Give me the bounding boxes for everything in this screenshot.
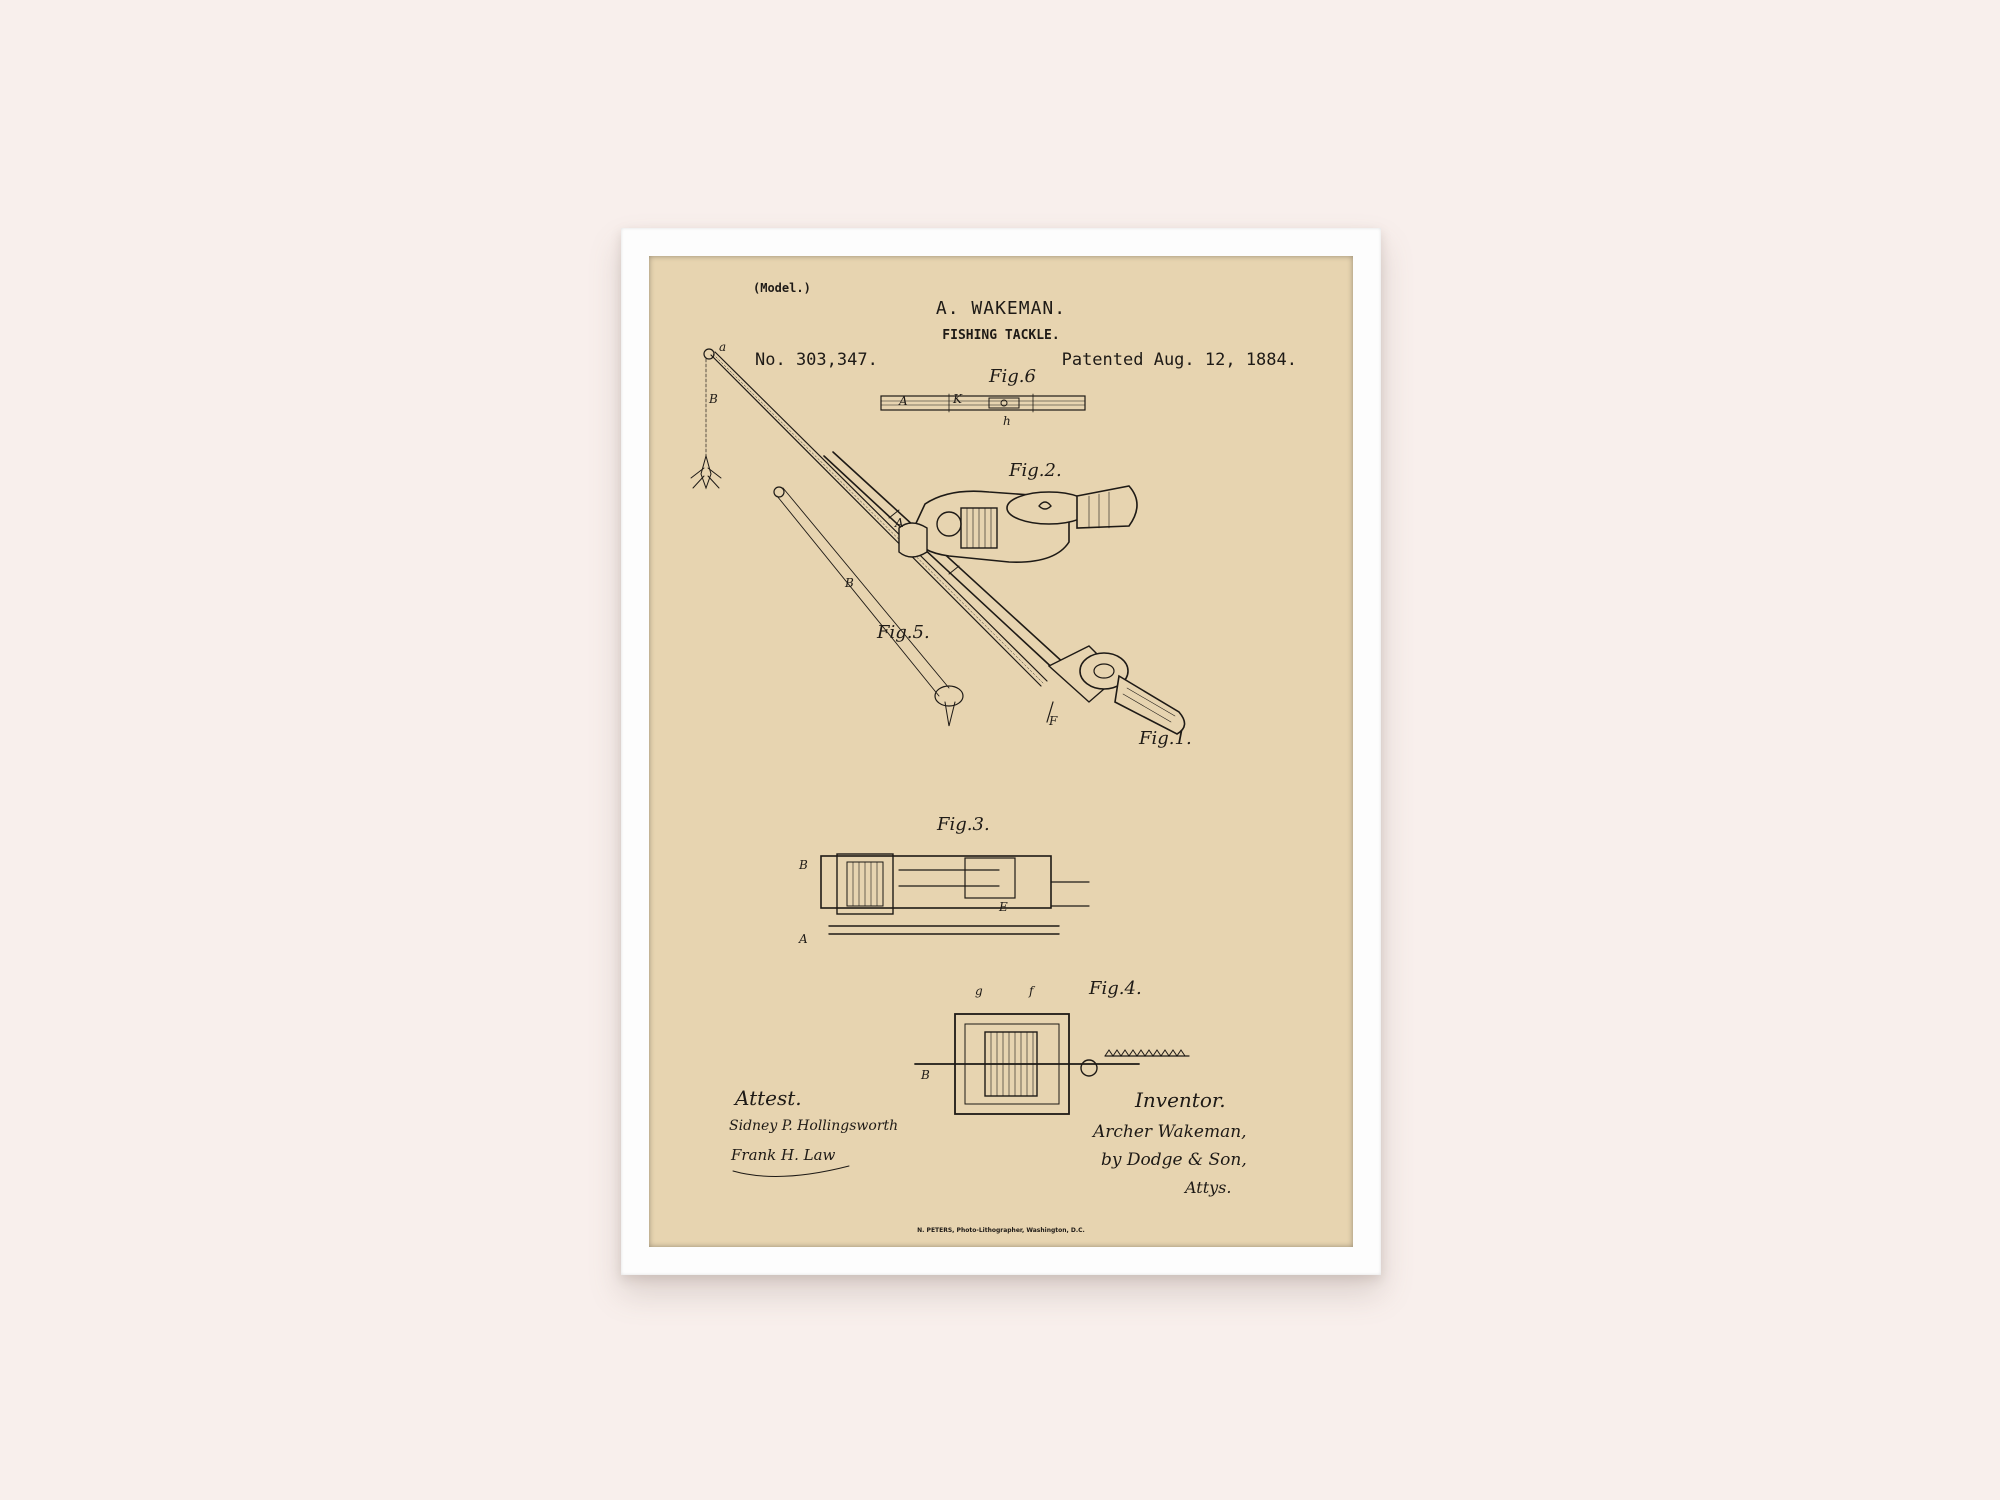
inventor-label: Inventor.	[1135, 1088, 1226, 1112]
witness-flourish	[732, 1165, 850, 1177]
ref-letter: g	[975, 984, 983, 998]
lithographer-credit: N. PETERS, Photo-Lithographer, Washingto…	[917, 1227, 1085, 1234]
fishing-fly	[690, 454, 722, 490]
ref-letter: f	[1029, 984, 1034, 998]
fig4-caption: Fig.4.	[1089, 978, 1142, 999]
ref-letter: E	[999, 900, 1008, 914]
attorney-abbrev: Attys.	[1185, 1178, 1232, 1197]
ref-letter: A	[895, 516, 904, 530]
ref-letter: h	[1003, 414, 1011, 428]
model-tag: (Model.)	[753, 281, 811, 295]
fig1-rod	[703, 348, 1068, 687]
fig6-caption: Fig.6	[989, 366, 1036, 387]
inventor-signature: Archer Wakeman,	[1093, 1122, 1247, 1142]
patent-drawings	[690, 348, 1190, 1177]
attest-label: Attest.	[735, 1086, 802, 1110]
ref-letter: B	[799, 858, 808, 872]
ref-letter: a	[719, 340, 727, 354]
fig2-reel	[898, 485, 1138, 563]
ref-letter: F	[1049, 714, 1058, 728]
patent-print: (Model.) A. WAKEMAN. FISHING TACKLE. No.…	[649, 256, 1353, 1247]
fig3-section	[820, 853, 1090, 935]
witness-signature-1: Sidney P. Hollingsworth	[729, 1118, 899, 1134]
attorney-signature: by Dodge & Son,	[1101, 1150, 1247, 1170]
fig3-caption: Fig.3.	[937, 814, 990, 835]
fig5-line-guide	[773, 486, 964, 727]
ref-letter: A	[899, 394, 908, 408]
witness-signature-2: Frank H. Law	[731, 1146, 836, 1164]
patent-subject: FISHING TACKLE.	[942, 328, 1060, 343]
fig2-caption: Fig.2.	[1009, 460, 1062, 481]
ref-letter: K	[953, 392, 962, 406]
ref-letter: B	[845, 576, 854, 590]
ref-letter: A	[799, 932, 808, 946]
patent-number: No. 303,347.	[755, 350, 878, 370]
fig1-reel-handle	[1046, 645, 1186, 735]
ref-letter: B	[709, 392, 718, 406]
fig4-section	[914, 1013, 1190, 1115]
patent-date: Patented Aug. 12, 1884.	[1061, 350, 1297, 370]
ref-letter: B	[921, 1068, 930, 1082]
fig6-rod-joint	[880, 393, 1086, 413]
inventor-heading: A. WAKEMAN.	[935, 298, 1067, 319]
